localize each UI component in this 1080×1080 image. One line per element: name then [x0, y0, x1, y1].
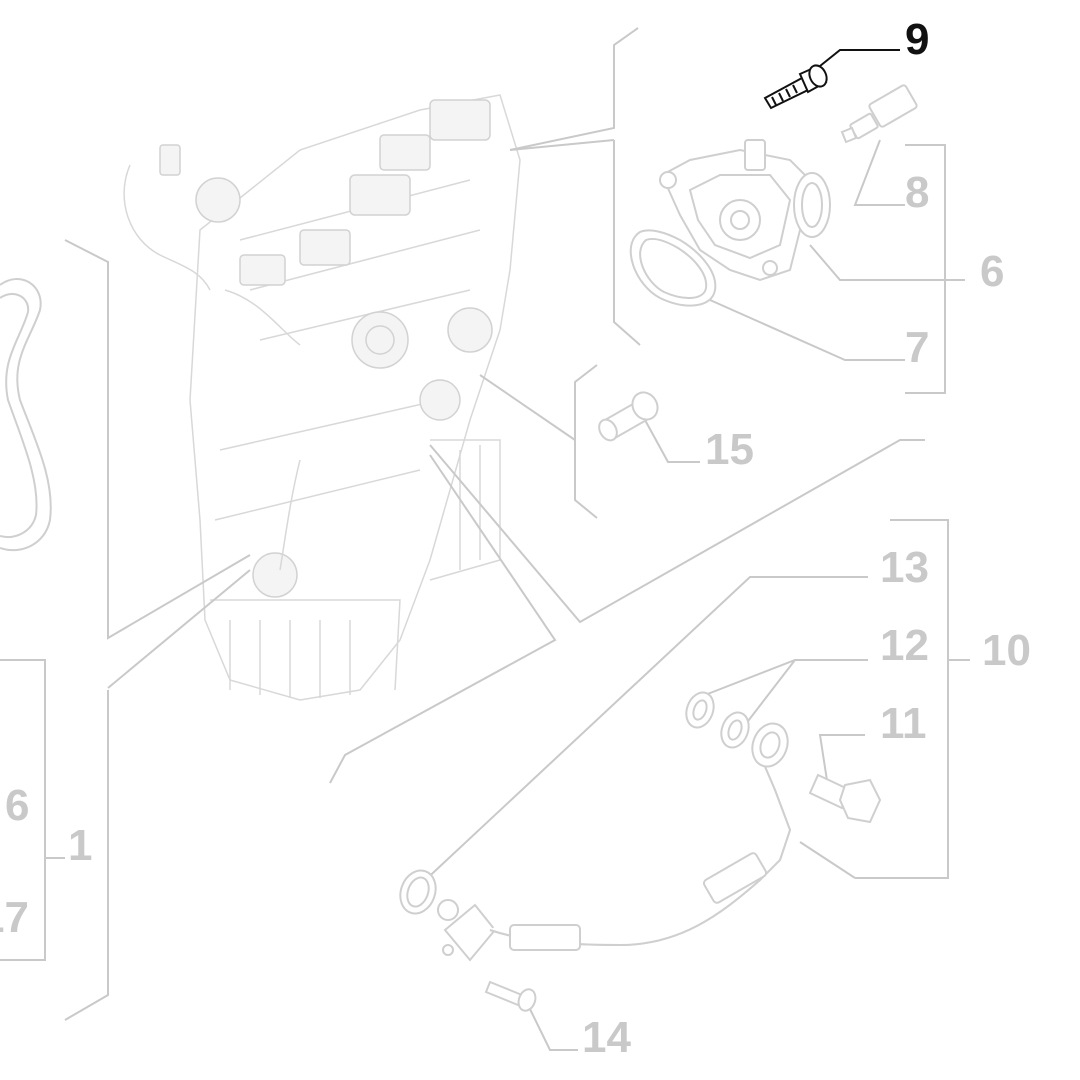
part-12-washers[interactable] [682, 689, 754, 752]
part-9-bolt[interactable] [763, 63, 830, 110]
callout-12[interactable]: 12 [880, 621, 929, 670]
part-8-sensor[interactable] [840, 84, 918, 144]
callout-17[interactable]: 17 [0, 893, 29, 942]
engine-block[interactable] [123, 94, 521, 701]
callout-9[interactable]: 9 [905, 15, 929, 64]
part-15-fitting[interactable] [596, 388, 663, 444]
callout-15[interactable]: 15 [705, 425, 754, 474]
left-gasket[interactable] [0, 278, 52, 552]
callout-7[interactable]: 7 [905, 323, 929, 372]
part-11-banjo-bolt[interactable] [808, 773, 882, 824]
leader-lines [0, 27, 970, 1051]
part-7-gasket[interactable] [629, 229, 717, 307]
callout-1[interactable]: 1 [68, 821, 92, 870]
callout-10[interactable]: 10 [982, 626, 1031, 675]
part-14-screw[interactable] [484, 980, 538, 1013]
callout-labels: 9 8 6 7 15 13 12 10 11 14 6 1 17 [0, 15, 1031, 1062]
callout-8[interactable]: 8 [905, 168, 929, 217]
callout-14[interactable]: 14 [582, 1013, 631, 1062]
part-13-o-ring[interactable] [395, 866, 442, 919]
part-6-thermostat-housing[interactable] [659, 139, 831, 282]
part-10-oil-pipe[interactable] [437, 719, 793, 962]
callout-11[interactable]: 11 [880, 699, 927, 748]
callout-6-left[interactable]: 6 [5, 781, 29, 830]
callout-6-top[interactable]: 6 [980, 247, 1004, 296]
callout-13[interactable]: 13 [880, 543, 929, 592]
